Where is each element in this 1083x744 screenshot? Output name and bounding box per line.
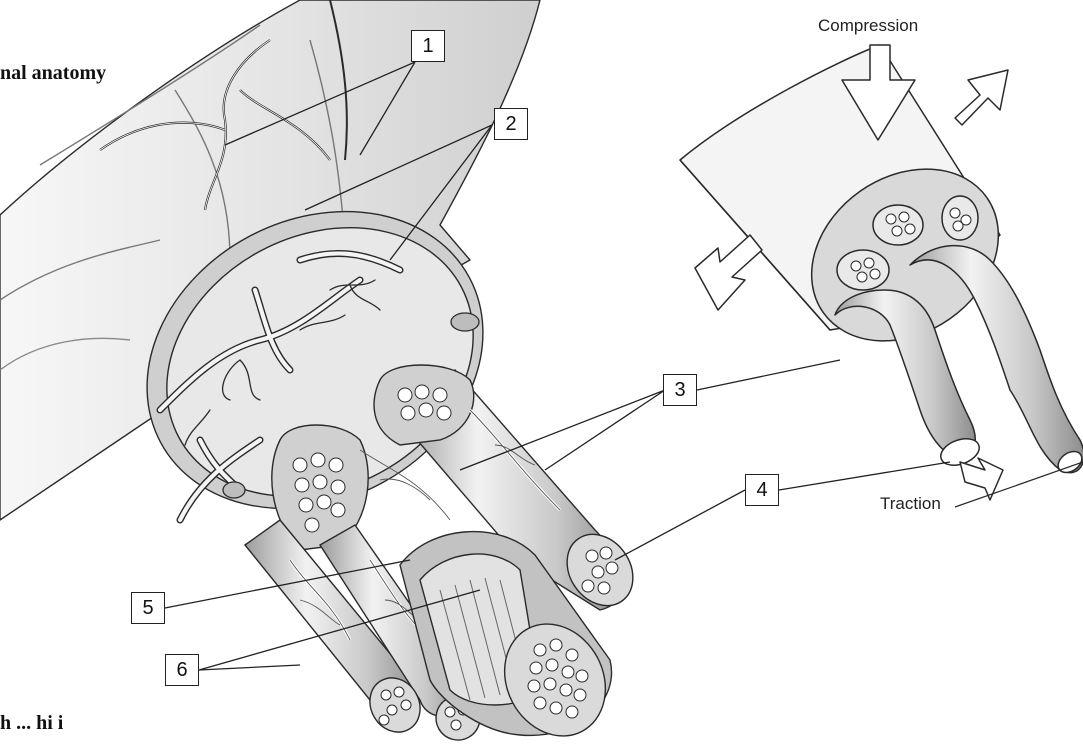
callout-5: 5 <box>131 592 165 624</box>
callout-4: 4 <box>745 474 779 506</box>
compression-arrow <box>955 70 1008 125</box>
callout-3: 3 <box>663 374 697 406</box>
traction-arrow <box>960 458 1003 500</box>
compression-label: Compression <box>818 16 918 36</box>
compression-arrow <box>695 235 762 310</box>
callout-2: 2 <box>494 108 528 140</box>
mechanical-detail <box>680 45 1083 507</box>
figure-heading: nal anatomy <box>0 62 106 85</box>
traction-label: Traction <box>880 494 941 514</box>
figure-subheading: h ... hi i <box>0 712 63 735</box>
callout-6: 6 <box>165 654 199 686</box>
callout-1: 1 <box>411 30 445 62</box>
